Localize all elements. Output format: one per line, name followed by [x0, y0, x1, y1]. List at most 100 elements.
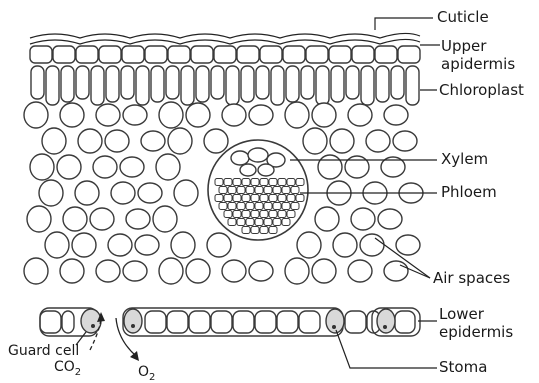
phloem-cell: [273, 219, 281, 226]
phloem-cell: [233, 179, 241, 186]
label-upper-epidermis-line2: apidermis: [441, 56, 515, 73]
phloem-cell: [278, 195, 286, 202]
lower-epidermis-cell: [345, 311, 366, 333]
spongy-cell: [111, 182, 135, 204]
upper-epidermis-cell: [76, 46, 98, 63]
upper-epidermis-cell: [306, 46, 328, 63]
spongy-cell: [318, 155, 342, 179]
palisade-cell: [211, 66, 224, 99]
palisade-cell: [181, 66, 194, 105]
spongy-cell: [396, 235, 420, 255]
spongy-cell: [345, 156, 369, 178]
phloem-cell: [264, 219, 272, 226]
spongy-cell: [168, 128, 192, 154]
spongy-cell: [249, 105, 273, 125]
phloem-cell: [296, 195, 304, 202]
lower-epidermis-cell: [299, 311, 320, 333]
phloem-cell: [228, 203, 236, 210]
spongy-cell: [285, 102, 309, 128]
phloem-cell: [251, 195, 259, 202]
palisade-cell: [361, 66, 374, 105]
upper-epidermis-cell: [191, 46, 213, 63]
phloem-cell: [260, 195, 268, 202]
upper-epidermis-cells: [30, 46, 420, 63]
lower-epidermis-cell: [40, 311, 61, 333]
palisade-cell: [106, 66, 119, 102]
spongy-cell: [366, 130, 390, 152]
label-phloem: Phloem: [441, 184, 497, 201]
palisade-cell: [391, 66, 404, 99]
palisade-cell: [166, 66, 179, 99]
lower-epidermis-cell: [62, 311, 74, 333]
phloem-cell: [224, 195, 232, 202]
phloem-cell: [228, 187, 236, 194]
spongy-cell: [24, 258, 48, 284]
phloem-cell: [269, 179, 277, 186]
phloem-cell: [219, 187, 227, 194]
spongy-cell: [312, 103, 336, 127]
xylem-vessel: [248, 148, 268, 162]
lower-epidermis-cell: [189, 311, 210, 333]
phloem-cell: [246, 219, 254, 226]
spongy-cell: [333, 233, 357, 257]
spongy-cell: [384, 105, 408, 125]
phloem-cell: [282, 219, 290, 226]
phloem-cell: [251, 179, 259, 186]
upper-epidermis-cell: [122, 46, 144, 63]
palisade-cell: [241, 66, 254, 102]
label-guard-cell: Guard cell: [8, 343, 79, 360]
upper-epidermis-cell: [53, 46, 75, 63]
phloem-cell: [237, 203, 245, 210]
spongy-cell: [171, 232, 195, 258]
phloem-cell: [273, 203, 281, 210]
label-lower-epidermis-line1: Lower: [439, 306, 484, 323]
palisade-cell: [121, 66, 134, 99]
phloem-cell: [287, 195, 295, 202]
upper-epidermis-cell: [168, 46, 190, 63]
label-xylem: Xylem: [441, 151, 488, 168]
palisade-cell: [286, 66, 299, 102]
spongy-cell: [348, 260, 372, 282]
spongy-cell: [123, 261, 147, 281]
phloem-cell: [273, 187, 281, 194]
phloem-cell: [251, 211, 259, 218]
spongy-cell: [141, 131, 165, 151]
spongy-cell: [297, 232, 321, 258]
phloem-cell: [287, 179, 295, 186]
phloem-cell: [219, 203, 227, 210]
phloem-cell: [255, 203, 263, 210]
spongy-cell: [174, 180, 198, 206]
spongy-cell: [312, 259, 336, 283]
upper-epidermis-cell: [99, 46, 121, 63]
spongy-cell: [384, 261, 408, 281]
phloem-cell: [260, 211, 268, 218]
spongy-cell: [135, 235, 159, 255]
phloem-cell: [269, 211, 277, 218]
lower-epidermis-cell: [167, 311, 188, 333]
upper-epidermis-cell: [352, 46, 374, 63]
label-o2: O2: [138, 364, 155, 382]
phloem-cell: [224, 211, 232, 218]
phloem-cell: [242, 179, 250, 186]
lower-epidermis-cell: [395, 311, 415, 333]
palisade-cell: [301, 66, 314, 99]
palisade-cell: [346, 66, 359, 99]
vascular-bundle: [208, 140, 308, 240]
spongy-cell: [285, 258, 309, 284]
phloem-cell: [260, 227, 268, 234]
lower-epidermis-cell: [233, 311, 254, 333]
phloem-cell: [291, 203, 299, 210]
phloem-cell: [282, 203, 290, 210]
spongy-cell: [75, 181, 99, 205]
phloem-cell: [260, 179, 268, 186]
phloem-cell: [255, 219, 263, 226]
palisade-cell: [91, 66, 104, 105]
spongy-cell: [378, 209, 402, 229]
label-upper-epidermis-line1: Upper: [441, 38, 486, 55]
upper-epidermis-cell: [260, 46, 282, 63]
spongy-cell: [105, 130, 129, 152]
spongy-cell: [60, 259, 84, 283]
palisade-cell: [196, 66, 209, 102]
spongy-cell: [123, 105, 147, 125]
phloem-cell: [228, 219, 236, 226]
